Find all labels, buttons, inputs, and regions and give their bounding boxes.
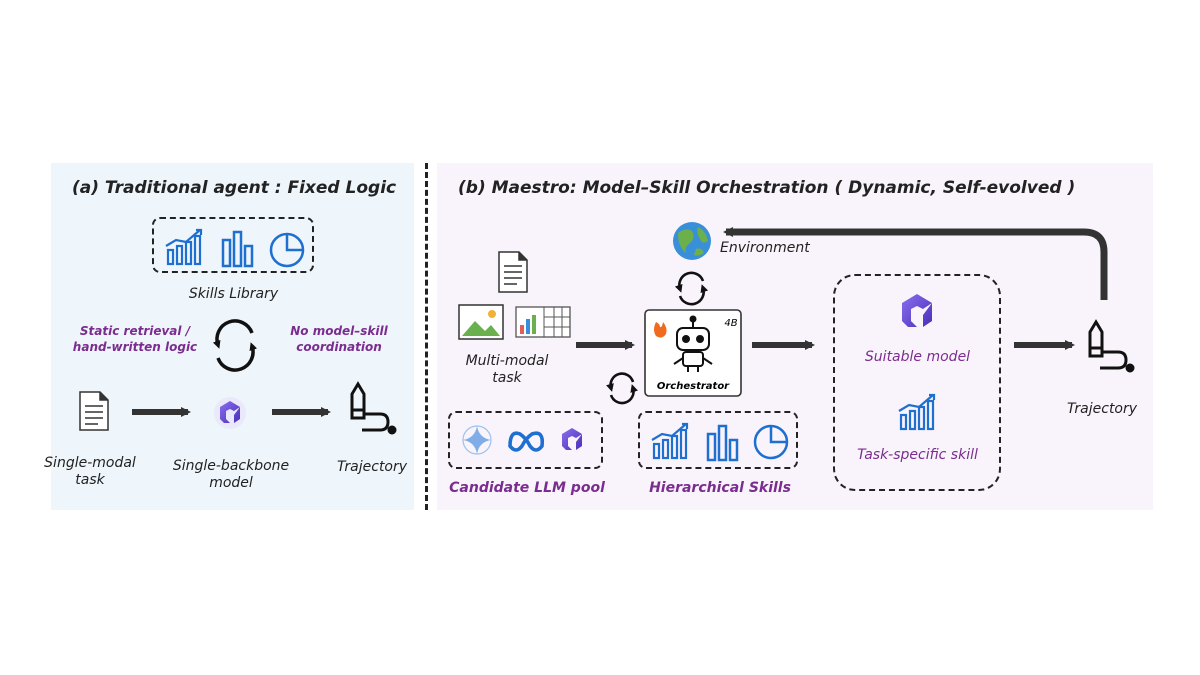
suitable-model-label: Suitable model: [864, 349, 971, 365]
trajectory-b-label: Trajectory: [1066, 401, 1138, 417]
skills-library-box: [152, 217, 314, 273]
environment-label: Environment: [720, 240, 810, 256]
static-retrieval-line-2: hand-written logic: [72, 340, 198, 354]
multi-modal-task-line-1: Multi-modal: [465, 353, 549, 369]
single-backbone-model-label: Single-backbone model: [166, 458, 296, 492]
no-coordination-label: No model–skill coordination: [274, 323, 404, 355]
panel-a-title: (a) Traditional agent : Fixed Logic: [72, 178, 397, 198]
candidate-llm-pool-label: Candidate LLM pool: [449, 480, 605, 496]
hierarchical-skills-label: Hierarchical Skills: [649, 480, 791, 496]
single-modal-task-line-2: task: [75, 472, 105, 488]
no-coordination-line-2: coordination: [296, 340, 382, 354]
skills-library-label: Skills Library: [188, 286, 279, 302]
single-backbone-model-line-1: Single-backbone: [172, 458, 290, 474]
multi-modal-task-label: Multi-modal task: [452, 353, 562, 387]
hierarchical-skills-box: [638, 411, 798, 469]
single-modal-task-label: Single-modal task: [40, 455, 140, 489]
panel-b-title: (b) Maestro: Model–Skill Orchestration (…: [458, 178, 1076, 198]
trajectory-a-label: Trajectory: [336, 459, 408, 475]
no-coordination-line-1: No model–skill: [290, 324, 388, 338]
static-retrieval-label: Static retrieval / hand-written logic: [60, 323, 210, 355]
single-modal-task-line-1: Single-modal: [44, 455, 136, 471]
candidate-llm-pool-box: [448, 411, 603, 469]
panel-divider: [425, 163, 428, 510]
single-backbone-model-line-2: model: [209, 475, 253, 491]
task-specific-skill-label: Task-specific skill: [857, 447, 978, 463]
static-retrieval-line-1: Static retrieval /: [79, 324, 191, 338]
multi-modal-task-line-2: task: [492, 370, 522, 386]
